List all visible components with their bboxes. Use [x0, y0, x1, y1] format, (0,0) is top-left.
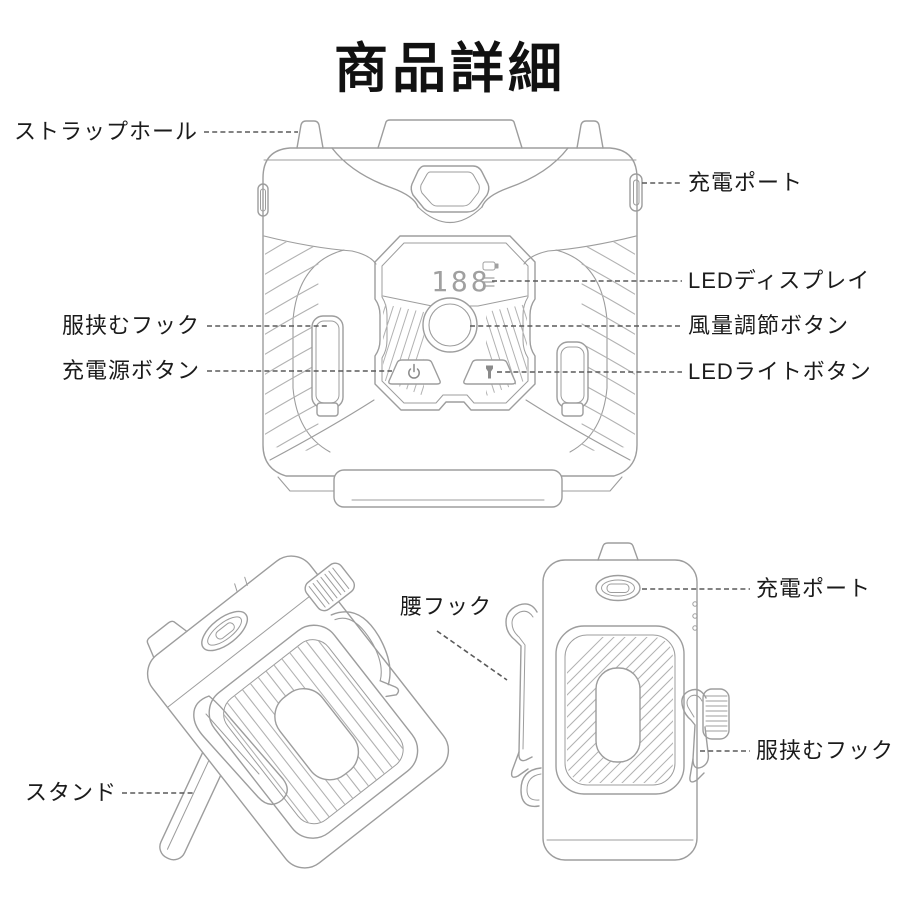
- battery-icon: [482, 261, 499, 271]
- callout-power-button: 充電源ボタン: [62, 358, 201, 383]
- clothes-hook-front-right: [556, 341, 589, 417]
- back-body: [542, 559, 698, 861]
- charge-port-tilted: [201, 610, 249, 652]
- strap-hole-tab-right: [576, 120, 604, 149]
- leader-waist-hook: [436, 630, 508, 681]
- waist-hook-arm-tilted: [193, 695, 288, 805]
- power-button-shape: [388, 359, 441, 385]
- screw-marks: [692, 601, 698, 631]
- led-light-button-shape: [463, 359, 516, 385]
- power-icon: [408, 363, 420, 379]
- top-cap: [377, 119, 523, 149]
- callout-clothes-hook-back: 服挟むフック: [756, 738, 895, 763]
- tilted-view-art: [146, 555, 450, 869]
- clothes-hook-clip-back: [681, 688, 710, 783]
- bottom-hook-back: [520, 767, 542, 808]
- knurled-knob-back: [702, 688, 730, 740]
- callout-clothes-hook-front: 服挟むフック: [62, 313, 201, 338]
- charge-port-back-oval: [595, 574, 641, 602]
- fan-speed-icon: [483, 277, 495, 287]
- back-pill-cutout: [274, 687, 360, 781]
- back-view-art: [505, 542, 730, 861]
- led-lamp: [410, 165, 490, 213]
- leader-lines: [122, 131, 750, 794]
- callout-stand: スタンド: [25, 780, 118, 805]
- strap-hole-tab-left: [296, 120, 324, 149]
- callout-strap-hole: ストラップホール: [14, 119, 199, 144]
- led-display-text: 188: [431, 265, 491, 298]
- callout-led-display: LEDディスプレイ: [688, 268, 871, 293]
- knurled-knob-tilted: [304, 562, 356, 612]
- callout-airflow-button: 風量調節ボタン: [688, 313, 850, 338]
- charge-port-front-oval: [629, 173, 643, 212]
- airflow-knob: [422, 297, 478, 353]
- back-pill-cutout: [595, 667, 641, 763]
- clothes-hook-front-left: [311, 315, 344, 417]
- callout-waist-hook: 腰フック: [400, 594, 493, 619]
- folded-stand-base: [333, 469, 563, 508]
- led-display: 188: [431, 261, 499, 298]
- front-view-art: 188: [257, 119, 643, 508]
- callout-charge-port-back: 充電ポート: [756, 576, 872, 601]
- front-body: [262, 147, 638, 488]
- back-hatch: [567, 637, 673, 783]
- clothes-hook-tilted: [330, 611, 400, 698]
- flashlight-icon: [486, 365, 493, 379]
- callout-led-light-button: LEDライトボタン: [688, 359, 872, 384]
- page-title: 商品詳細: [334, 39, 566, 99]
- waist-hook-clip-back: [505, 603, 538, 778]
- callout-charge-port-front: 充電ポート: [688, 170, 804, 195]
